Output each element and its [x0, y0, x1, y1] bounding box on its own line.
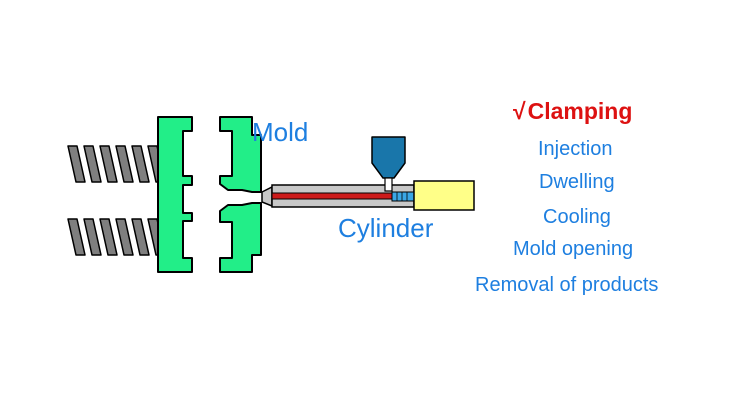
screw — [391, 191, 415, 202]
spring-coil — [67, 145, 86, 183]
process-step: √Clamping — [513, 98, 632, 125]
mold-right-half — [219, 116, 262, 193]
process-step-label: Dwelling — [539, 171, 615, 193]
process-step: Dwelling — [539, 171, 615, 194]
spring-coil — [131, 218, 150, 256]
process-step-label: Cooling — [543, 206, 611, 228]
cylinder-label: Cylinder — [338, 213, 434, 243]
spring-coil — [83, 145, 102, 183]
melt-channel — [271, 192, 393, 200]
upper-spring — [64, 145, 166, 183]
spring-coil — [131, 145, 150, 183]
process-step-label: Clamping — [527, 98, 633, 124]
process-step: Cooling — [543, 206, 611, 229]
drive-unit — [413, 180, 475, 211]
process-step: Removal of products — [475, 274, 658, 297]
mold-label: Mold — [252, 117, 309, 147]
process-step-label: Removal of products — [475, 274, 659, 296]
checkmark-icon: √ — [513, 98, 526, 124]
hopper-throat — [384, 177, 393, 192]
process-step-label: Mold opening — [513, 238, 634, 260]
process-step: Mold opening — [513, 238, 633, 261]
spring-coil — [83, 218, 102, 256]
process-step: Injection — [538, 138, 613, 161]
lower-spring — [64, 218, 166, 256]
spring-coil — [115, 218, 134, 256]
cylinder-barrel — [271, 184, 415, 208]
process-step-label: Injection — [538, 138, 613, 160]
nozzle — [261, 185, 273, 208]
spring-coil — [115, 145, 134, 183]
spring-coil — [67, 218, 86, 256]
mold-left-half — [157, 116, 193, 273]
mold-right-half-lower — [219, 202, 262, 273]
spring-coil — [99, 218, 118, 256]
hopper — [371, 136, 406, 192]
spring-coil — [99, 145, 118, 183]
